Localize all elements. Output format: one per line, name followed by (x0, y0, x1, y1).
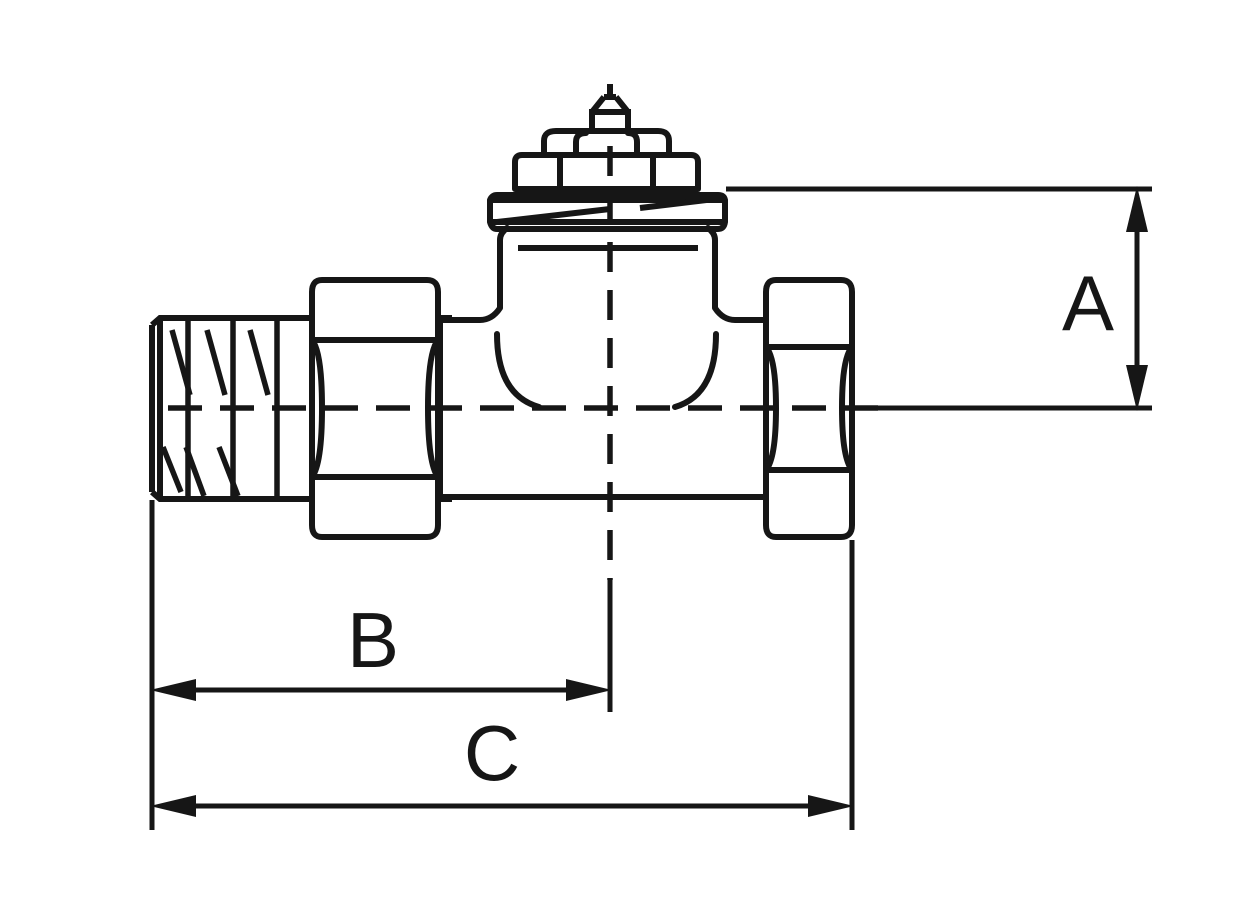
dim-A-arrow-down (1126, 365, 1148, 411)
left-nut-outline (309, 277, 441, 540)
dimension-B: B (149, 500, 613, 830)
neck-right (705, 225, 718, 303)
valve-stem (589, 84, 631, 131)
dim-C-label: C (464, 709, 520, 797)
body-seat-curve-right (672, 331, 719, 410)
valve-assembly (149, 84, 880, 580)
flange-knurl-right (639, 195, 724, 211)
thread-flank-u2 (204, 329, 228, 396)
dimension-C: C (150, 540, 855, 830)
right-nut-outline (763, 277, 855, 540)
hex-cap-lower (512, 152, 701, 192)
dim-B-label: B (347, 596, 399, 684)
dimension-A: A (726, 186, 1152, 411)
body-top-right (712, 297, 769, 323)
body-top-left (437, 297, 503, 323)
centre-line (168, 146, 880, 580)
dim-B-arrow-right (566, 679, 612, 701)
dim-C-arrow-left (150, 795, 196, 817)
left-nut-chamfer-left (309, 337, 325, 480)
thread-flank-l1 (160, 445, 184, 494)
right-nut-chamfer-left (763, 344, 779, 473)
right-nut-chamfer-right (839, 344, 855, 473)
neck-left (497, 225, 510, 303)
valve-body (437, 297, 769, 500)
hex-cap-upper-edge-1 (573, 130, 589, 158)
dim-C-arrow-right (808, 795, 854, 817)
stem-cone-right (613, 95, 631, 114)
body-seat-curve-left (494, 331, 542, 410)
hex-cap-upper (541, 128, 672, 158)
bonnet-hex-cap (512, 128, 701, 192)
thread-flank-l3 (216, 446, 241, 497)
flange-knurl-left (496, 206, 611, 225)
thread-flank-u3 (247, 329, 271, 396)
stem-cone-left (589, 95, 607, 114)
dim-A-label: A (1062, 259, 1114, 347)
right-union-hex-nut (763, 277, 855, 540)
dim-A-arrow-up (1126, 186, 1148, 232)
thread-flank-u1 (169, 329, 193, 396)
dim-B-arrow-left (150, 679, 196, 701)
hex-cap-upper-edge-2 (625, 130, 640, 158)
thread-flank-l2 (183, 446, 207, 497)
